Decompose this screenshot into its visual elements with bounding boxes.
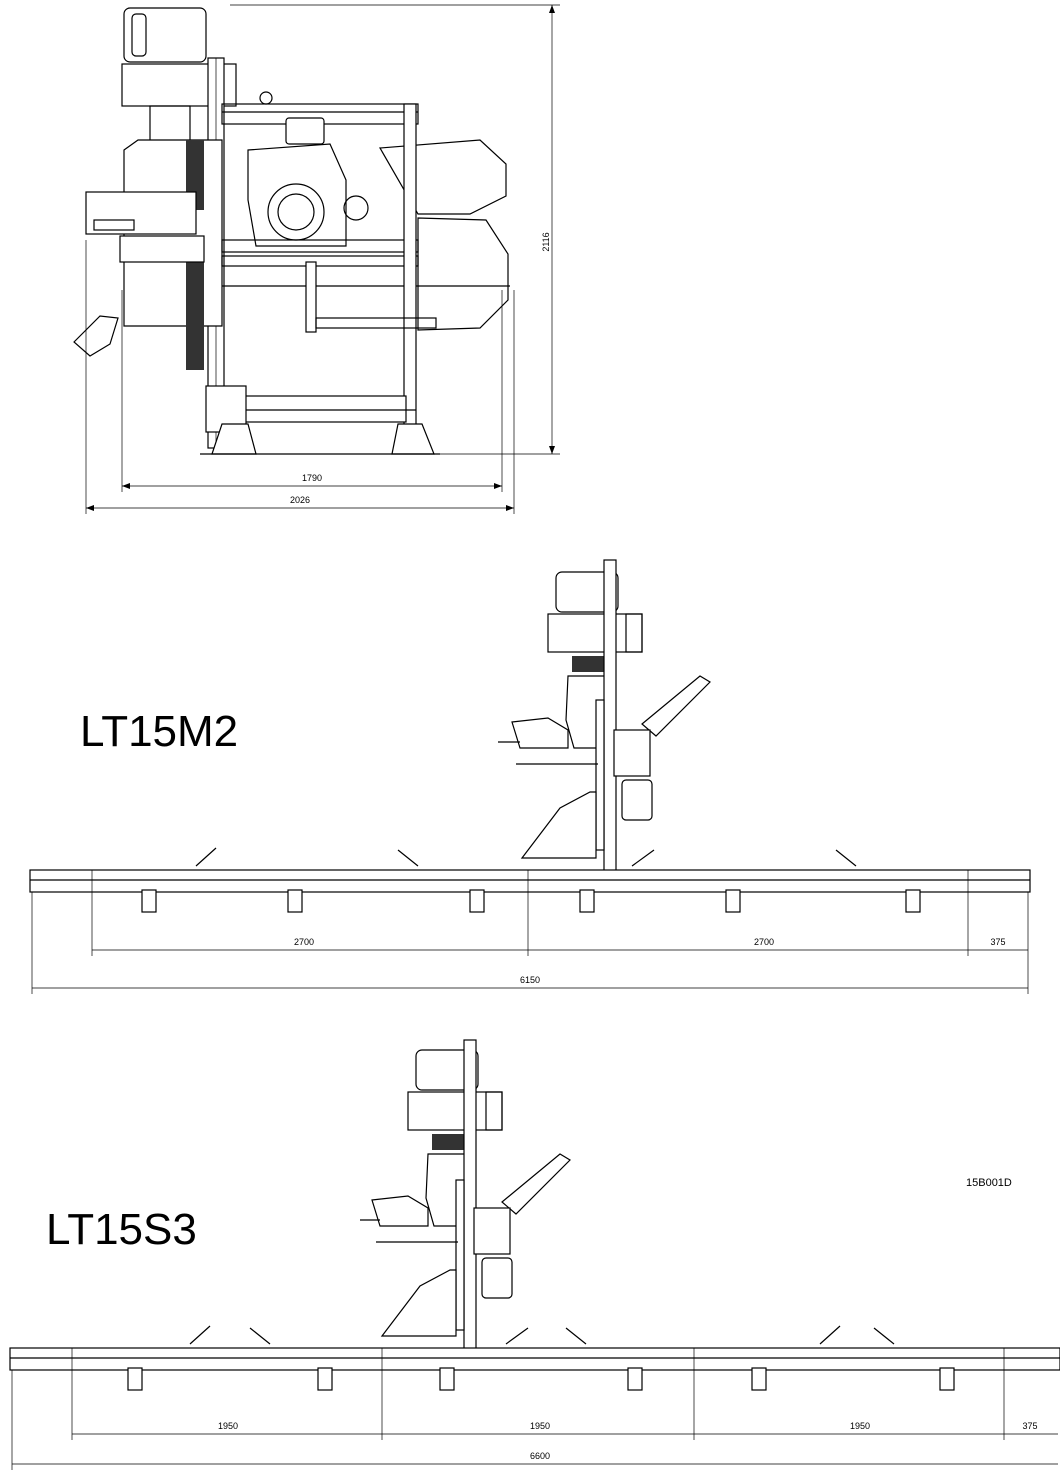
- model-label-lt15s3: LT15S3: [46, 1205, 197, 1254]
- model-label-lt15m2: LT15M2: [80, 707, 238, 756]
- lt15m2-track: [29, 847, 1031, 913]
- dim-total: 6600: [530, 1451, 550, 1461]
- lt15s3-dimensions: 1950 1950 1950 375 6600: [11, 1370, 1058, 1470]
- end-view: [73, 7, 510, 455]
- dim-total: 6150: [520, 975, 540, 985]
- dim-inner-width: 1790: [302, 473, 322, 483]
- dim-seg2: 2700: [754, 937, 774, 947]
- dim-height: 2116: [541, 232, 551, 251]
- end-view-dimensions: 2116 1790 2026: [85, 4, 560, 514]
- dim-seg1: 1950: [218, 1421, 238, 1431]
- dim-overall-width: 2026: [290, 495, 310, 505]
- lt15m2-dimensions: 2700 2700 375 6150: [31, 892, 1029, 994]
- dim-seg1: 2700: [294, 937, 314, 947]
- drawing-code: 15B001D: [966, 1177, 1012, 1189]
- dim-seg2: 1950: [530, 1421, 550, 1431]
- dim-end: 375: [990, 937, 1005, 947]
- lt15s3-track: [9, 1325, 1060, 1391]
- lt15m2-sawhead: [498, 559, 711, 873]
- dim-seg3: 1950: [850, 1421, 870, 1431]
- lt15s3-sawhead: [360, 1039, 571, 1353]
- dim-end: 375: [1022, 1421, 1037, 1431]
